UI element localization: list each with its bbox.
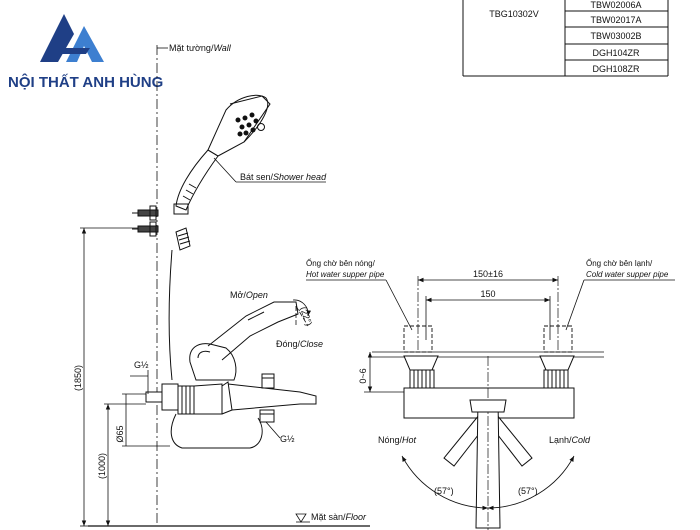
close-label: Đóng/Close — [276, 339, 323, 349]
part-number: TBW02017A — [590, 15, 641, 25]
part-number: TBW03002B — [590, 31, 641, 41]
supply-pipes — [403, 325, 573, 353]
hot-label: Nóng/Hot — [378, 435, 417, 445]
shower-head-drawing — [173, 94, 271, 251]
part-number: DGH108ZR — [592, 64, 640, 74]
shower-head-label: Bát sen/Shower head — [240, 172, 327, 182]
mixer-front-drawing — [403, 355, 575, 419]
spacing-tolerance-label: 150±16 — [473, 269, 503, 279]
hot-pipe-label-en: Hot water supper pipe — [306, 270, 385, 279]
angle-cold-label: (57°) — [518, 486, 538, 496]
brand-logo: NỘI THẤT ANH HÙNG — [8, 14, 163, 91]
model-table — [462, 0, 669, 77]
hot-pipe-label: Ống chờ bên nóng/ — [306, 258, 376, 268]
mixer-body-drawing — [145, 301, 317, 449]
cold-pipe-label: Ống chờ bên lạnh/ — [586, 258, 653, 268]
part-number: TBW02006A — [590, 0, 641, 10]
total-height-label: (1850) — [73, 365, 83, 391]
logo-mark-icon — [40, 14, 104, 62]
valve-height-label: (1000) — [97, 453, 107, 479]
shower-hose — [168, 249, 173, 381]
brand-name: NỘI THẤT ANH HÙNG — [8, 73, 163, 91]
thread-bottom-label: G½ — [280, 434, 295, 444]
cold-pipe-label-en: Cold water supper pipe — [586, 270, 669, 279]
diameter-label: Ø65 — [115, 425, 125, 442]
part-number: DGH104ZR — [592, 48, 640, 58]
angle-hot-label: (57°) — [434, 486, 454, 496]
model-name: TBG10302V — [489, 9, 539, 19]
wall-anchor-icon — [132, 205, 159, 237]
thread-top-label: G½ — [134, 360, 149, 370]
spacing-label: 150 — [480, 289, 495, 299]
floor-marker-icon — [295, 513, 307, 523]
lever-positions — [443, 399, 533, 529]
open-label: Mở/Open — [230, 290, 268, 300]
cold-label: Lạnh/Cold — [549, 435, 591, 445]
wall-label: Mặt tường/Wall — [169, 43, 232, 53]
floor-label: Mặt sàn/Floor — [311, 512, 367, 522]
angle-open-label: (22°) — [298, 305, 314, 327]
offset-label: 0~6 — [358, 368, 368, 383]
